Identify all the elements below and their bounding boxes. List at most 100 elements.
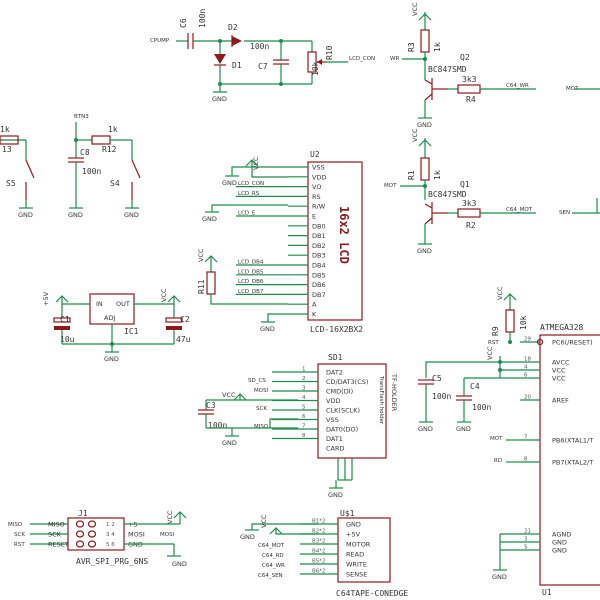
lcd-part: LCD-16X2BX2	[310, 325, 363, 334]
mcu-pin-number: 18	[524, 357, 531, 363]
capacitor-c3: C3 100n	[198, 400, 227, 430]
capacitor-c5: C5 100n	[418, 374, 451, 401]
tape-pin-label: +5V	[346, 531, 361, 539]
mcu-pin-label: GND	[552, 539, 567, 547]
tape-pin-id: B5*2	[312, 559, 326, 565]
q1-part: BC847SMD	[428, 190, 467, 199]
lcd-net-label: LCD_DB4	[238, 260, 264, 266]
mcu-pin-label: VCC	[552, 367, 566, 375]
sd-pin-number: 3	[302, 386, 306, 392]
tape-ref: U$1	[340, 509, 355, 518]
vcc-label-lcd: VCC	[252, 156, 260, 170]
gnd-label-sd: GND	[222, 439, 237, 447]
lcd-pin-list: VSSVDDVOLCD_CONRSLCD_RSR/WELCD_EDB0DB1DB…	[236, 164, 326, 319]
lcd-net-label: LCD_DB6	[238, 279, 264, 285]
gnd-label-s4: GND	[124, 211, 139, 219]
c1-ref: C1	[60, 315, 70, 324]
gnd-label-q2: GND	[417, 121, 432, 129]
lcd-pin-label: DB6	[312, 281, 326, 289]
lcd-pin-label: RS	[312, 193, 321, 201]
c7-ref: C7	[258, 62, 268, 71]
gnd-label-mcu: GND	[492, 573, 507, 581]
sd-pin-label: CD/DAT3(CS)	[326, 378, 368, 386]
j1-part: AVR_SPI_PRG_6NS	[76, 557, 148, 566]
capacitor-c2: C2 47u	[165, 315, 191, 344]
sd-pin-label: DAT2	[326, 369, 343, 377]
mcu-pin-label: VCC	[552, 375, 566, 383]
mcu-pin-label: AREF	[552, 397, 569, 405]
reg-out-label: OUT	[116, 300, 130, 308]
gnd-label-lcd-rw: GND	[202, 215, 217, 223]
lcd-pin-label: DB2	[312, 242, 326, 250]
lcd-net-label: LCD_DB5	[238, 269, 264, 275]
lcd-pin-label: DB5	[312, 271, 326, 279]
mcu-part: ATMEGA328	[540, 323, 584, 332]
net-label-spi-mosi: MOSI	[160, 532, 175, 538]
lcd-title: 16x2 LCD	[337, 206, 351, 264]
s5-ref: S5	[6, 179, 16, 188]
r13-value: 1k	[0, 125, 10, 134]
sd-pin-label: DAT0(DO)	[326, 426, 358, 434]
sd-pin-number: 2	[302, 376, 306, 382]
net-label-sd-mosi: MOSI	[254, 388, 269, 394]
sd-pin-label: DAT1	[326, 435, 343, 443]
r9-value: 10k	[519, 315, 528, 330]
supply-label: +5V	[42, 291, 50, 306]
mcu-pin-number: 8	[524, 457, 528, 463]
q2-ref: Q2	[460, 53, 470, 62]
lcd-pin-label: E	[312, 213, 316, 221]
net-label-rd-mcu: RD	[494, 458, 502, 464]
mcu-pin-label: GND	[552, 547, 567, 555]
gnd-label-lcd-k: GND	[260, 325, 275, 333]
gnd-label-c4: GND	[456, 425, 471, 433]
c3-value: 100n	[208, 421, 227, 430]
c4-ref: C4	[470, 382, 480, 391]
tape-pin-id: B6*2	[312, 569, 326, 575]
mcu-pin-label: PC6(/RESET)	[552, 339, 593, 347]
spi-pad	[87, 540, 97, 548]
c2-value: 47u	[176, 335, 191, 344]
d2-ref: D2	[228, 23, 238, 32]
tape-pin-id: B3*2	[312, 539, 326, 545]
sd-pin-number: 7	[302, 424, 306, 430]
gnd-label-reg: GND	[104, 355, 119, 363]
reg-adj-label: ADJ	[104, 314, 115, 322]
spi-pad	[87, 530, 97, 538]
gnd-label-s5: GND	[18, 211, 33, 219]
c3-ref: C3	[206, 401, 216, 410]
diode-d1: D1	[214, 54, 242, 70]
vcc-label-r11: VCC	[197, 248, 205, 262]
r4-ref: R4	[466, 95, 476, 104]
spi-left-label: RESET	[48, 541, 69, 549]
lcd-pin-label: DB3	[312, 252, 326, 260]
net-label-spi-rst: RST	[14, 542, 25, 548]
tape-pin-label: WRITE	[346, 561, 367, 569]
tape-pin-label: READ	[346, 551, 364, 559]
lcd-pin-label: K	[312, 311, 317, 319]
mcu-pin-number: 7	[524, 435, 528, 441]
net-label-sd-sck: SCK	[256, 406, 267, 412]
lcd-pin-label: DB4	[312, 262, 326, 270]
capacitor-c6: C6 100n	[179, 9, 207, 49]
gnd-label-spi: GND	[172, 560, 187, 568]
transistor-q2	[424, 78, 448, 101]
lcd-net-label: LCD_CON	[238, 181, 264, 187]
net-label-sd-cs: SD_CS	[248, 378, 266, 384]
lcd-pin-label: VDD	[312, 173, 326, 181]
net-label-spi-sck: SCK	[14, 532, 25, 538]
r9-ref: R9	[491, 326, 500, 336]
j1-ref: J1	[78, 509, 88, 518]
spi-left-label: SCK	[48, 531, 62, 539]
r3-value: 1k	[433, 42, 442, 52]
sd-pin-number: 8	[302, 433, 306, 439]
spi-pad	[75, 530, 85, 538]
net-label-c64-wr: C64_WR	[506, 83, 529, 89]
potentiometer-r10: R10 10k	[307, 41, 334, 84]
c1-value: 10u	[60, 335, 75, 344]
spi-right-label: MOSI	[128, 531, 145, 539]
tape-pin-label: SENSE	[346, 571, 367, 579]
transistor-q1	[424, 202, 448, 225]
